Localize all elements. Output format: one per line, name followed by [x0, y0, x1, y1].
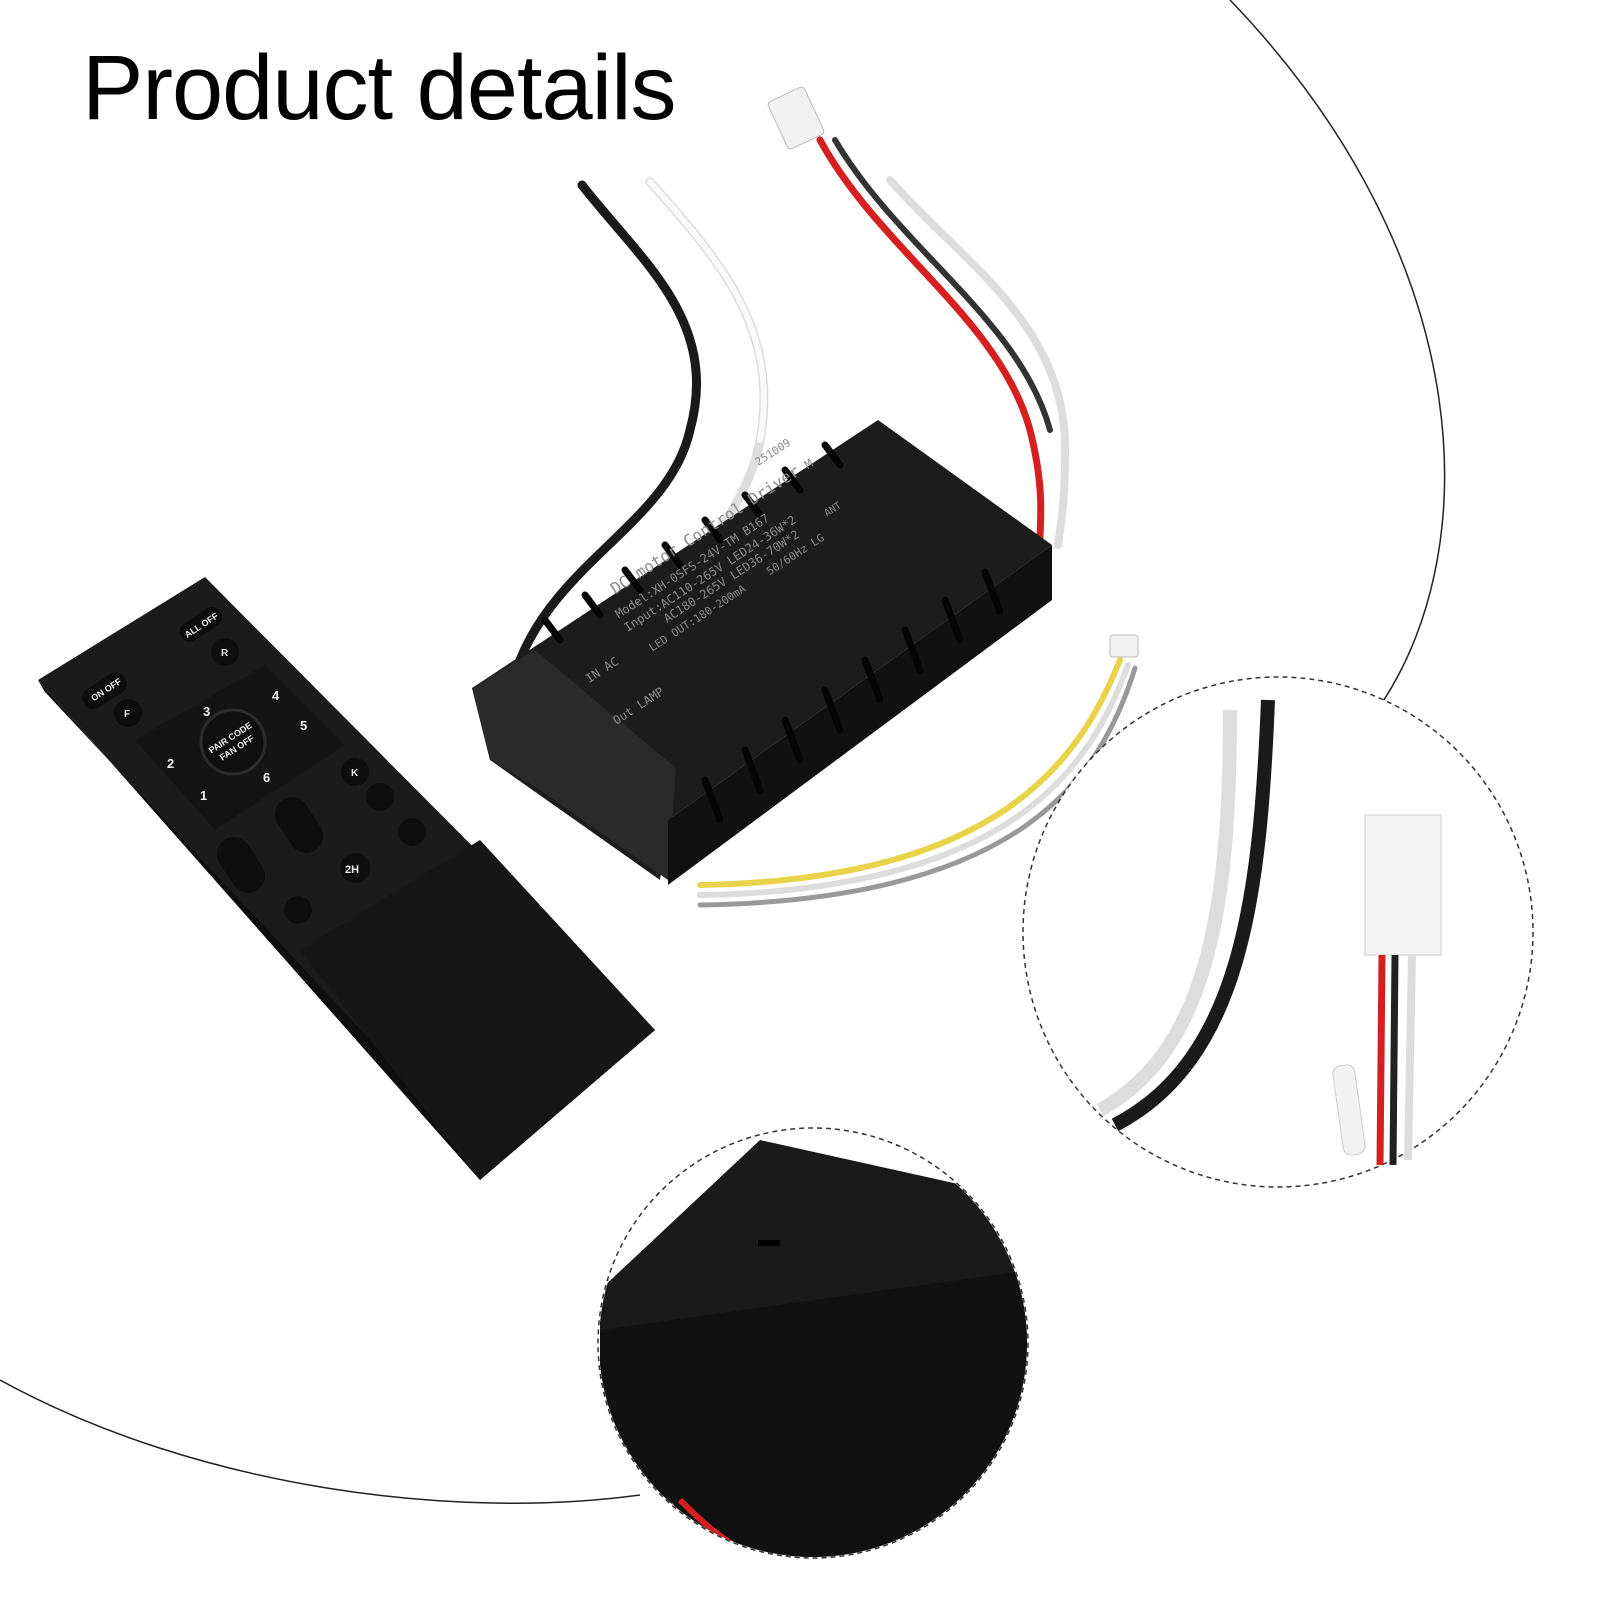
- speed-3-button: 3: [203, 704, 210, 719]
- speed-5-button: 5: [300, 718, 307, 733]
- detail-wires-zoom: [1022, 676, 1534, 1188]
- detail-casing-zoom: [597, 1127, 1029, 1559]
- small-connector: [1109, 634, 1139, 658]
- timer-button: 2H: [345, 864, 359, 876]
- speed-1-button: 1: [200, 788, 207, 803]
- color-temp-button: K: [351, 768, 359, 779]
- remote-control: PAIR CODE FAN OFF 1 2 3 4 5 6 ALL OFF ON…: [38, 577, 655, 1180]
- forward-button: F: [124, 709, 130, 720]
- speed-6-button: 6: [263, 770, 270, 785]
- motor-driver-box: IN AC DC motor Control Driver Model:XH-0…: [472, 420, 1052, 885]
- speed-4-button: 4: [272, 688, 280, 703]
- page-title: Product details: [82, 37, 677, 139]
- reverse-button: R: [221, 648, 229, 659]
- speed-2-button: 2: [167, 756, 174, 771]
- connector-plug: [767, 86, 825, 150]
- output-wires: [697, 136, 1138, 908]
- background-arc: [0, 0, 1446, 1504]
